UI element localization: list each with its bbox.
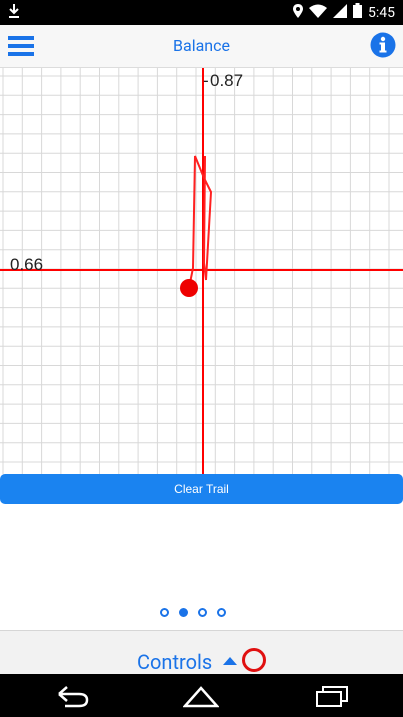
home-icon[interactable] (183, 684, 219, 708)
page-dot-1[interactable] (160, 607, 169, 617)
caret-up-icon[interactable] (223, 651, 237, 665)
x-readout-minus: - (203, 71, 209, 90)
y-readout: 0.66 (10, 255, 43, 274)
system-nav-bar (0, 674, 403, 717)
clear-trail-button[interactable]: Clear Trail (0, 474, 403, 504)
recents-icon[interactable] (315, 684, 349, 708)
balance-trail (188, 155, 213, 289)
download-icon (8, 3, 20, 23)
controls-bar[interactable]: Controls (0, 630, 403, 675)
app-bar: Balance (0, 25, 403, 68)
clock-time: 5:45 (368, 4, 395, 21)
info-icon[interactable] (370, 32, 396, 58)
record-indicator-icon[interactable] (242, 648, 266, 672)
balance-plot[interactable]: 0.87 - 0.66 (0, 68, 403, 474)
balance-marker (180, 279, 198, 297)
menu-icon[interactable] (8, 33, 34, 59)
page-indicator (160, 604, 226, 620)
location-icon (293, 3, 303, 22)
status-bar: 5:45 (0, 0, 403, 25)
page-dot-2[interactable] (179, 607, 188, 617)
back-icon[interactable] (55, 684, 89, 708)
controls-label[interactable]: Controls (137, 650, 213, 674)
page-dot-3[interactable] (198, 607, 207, 617)
signal-icon (333, 3, 347, 22)
page-title: Balance (173, 36, 230, 55)
page-dot-4[interactable] (217, 607, 226, 617)
battery-icon (353, 3, 362, 22)
wifi-icon (309, 4, 327, 22)
x-readout: 0.87 (210, 71, 243, 90)
